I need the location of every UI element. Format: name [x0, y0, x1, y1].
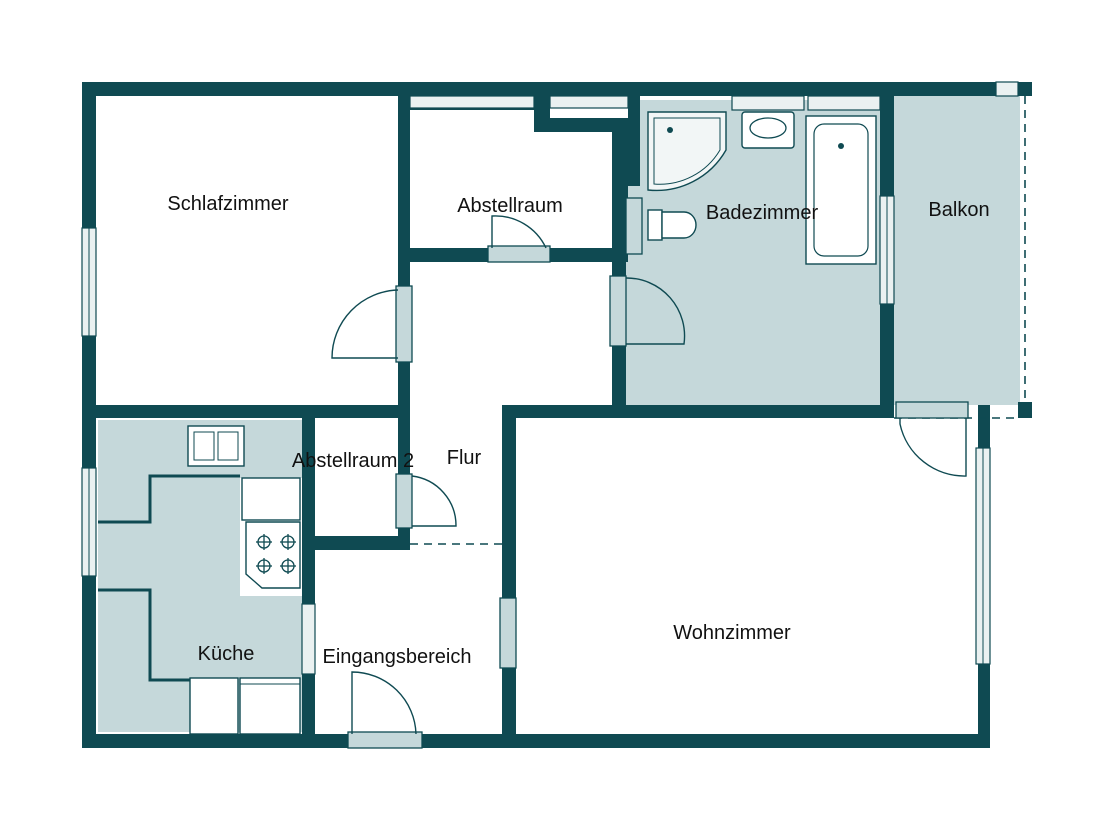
label-schlafzimmer: Schlafzimmer	[167, 193, 288, 215]
door-balkon	[895, 401, 969, 419]
wall-top	[82, 82, 1012, 96]
label-abstellraum-2: Abstellraum 2	[292, 450, 414, 472]
wall-kitchen-top	[96, 405, 302, 418]
bath-wall-panel	[625, 197, 643, 255]
wall-balcony-corner-bottom	[1018, 402, 1032, 418]
wall-living-top	[502, 405, 894, 418]
burner-icons	[256, 534, 296, 574]
window-top-flur	[409, 95, 535, 109]
window-balcony-top	[995, 81, 1019, 97]
label-kueche: Küche	[198, 643, 255, 665]
label-balkon: Balkon	[928, 199, 989, 221]
wall-bottom	[82, 734, 990, 748]
wall-storage-step	[534, 96, 628, 258]
stove-icon	[245, 521, 301, 589]
label-badezimmer: Badezimmer	[706, 202, 819, 224]
room-labels: Schlafzimmer Abstellraum Badezimmer Balk…	[167, 193, 989, 668]
kitchen-appliance-1	[189, 677, 239, 735]
door-wohnzimmer	[499, 597, 517, 669]
window-bath-1	[731, 95, 805, 111]
door-badezimmer	[609, 275, 627, 347]
wall-balcony-corner-top	[1018, 82, 1032, 96]
label-wohnzimmer: Wohnzimmer	[673, 622, 791, 644]
window-entry-side	[301, 603, 316, 675]
wall-living-left	[502, 405, 516, 748]
wall-left	[82, 82, 96, 748]
kitchen-counter	[241, 477, 301, 521]
wall-storage2-bottom	[315, 536, 410, 550]
label-abstellraum: Abstellraum	[457, 195, 563, 217]
window-top-center	[549, 95, 629, 109]
window-bath-2	[807, 95, 881, 111]
door-eingang	[347, 731, 423, 749]
toilet-tank-icon	[647, 209, 663, 241]
kitchen-counter-outline-lower	[98, 588, 190, 682]
windows	[81, 81, 1019, 675]
fixtures	[187, 111, 877, 735]
toilet-bowl-icon	[661, 211, 697, 239]
kitchen-counter-outline	[98, 474, 240, 524]
label-flur: Flur	[447, 447, 482, 469]
balkon-floor	[892, 96, 1020, 405]
label-eingangsbereich: Eingangsbereich	[323, 646, 472, 668]
kitchen-appliance-2	[239, 677, 301, 735]
door-abstellraum	[487, 245, 551, 263]
door-abstellraum-2	[395, 473, 413, 529]
door-bedroom	[395, 285, 413, 363]
wall-bath-top-left	[628, 96, 640, 186]
doors	[331, 197, 969, 749]
